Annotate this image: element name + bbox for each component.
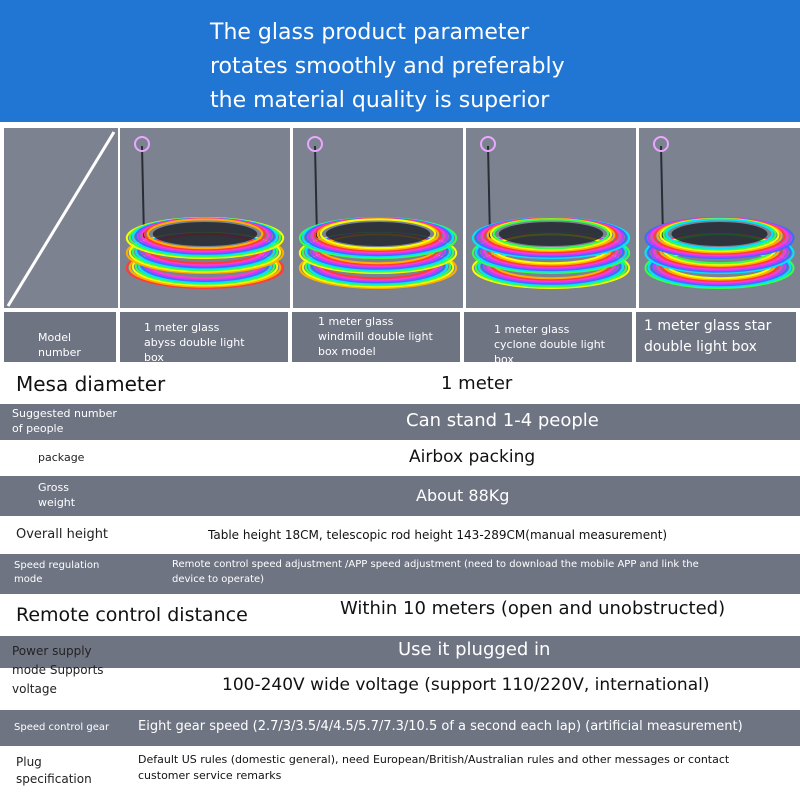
- banner-text: The glass product parameter rotates smoo…: [210, 16, 565, 118]
- glass-top: [325, 222, 431, 246]
- overall-height-row: Overall height Table height 18CM, telesc…: [0, 518, 800, 552]
- product-illustration: [298, 136, 458, 289]
- remote-distance-row: Remote control distance Within 10 meters…: [0, 594, 800, 632]
- speed-gear-label: Speed control gear: [14, 722, 110, 733]
- model-name-star: 1 meter glass star double light box: [644, 318, 772, 355]
- power-supply-label: Power supply mode Supports voltage: [12, 644, 104, 696]
- product-photo-cyclone: [466, 128, 636, 308]
- banner-line-3: the material quality is superior: [210, 88, 550, 113]
- speed-regulation-value: Remote control speed adjustment /APP spe…: [172, 559, 699, 585]
- remote-distance-label: Remote control distance: [16, 604, 248, 626]
- voltage-row: 100-240V wide voltage (support 110/220V,…: [0, 668, 800, 706]
- power-supply-value: Use it plugged in: [398, 639, 551, 660]
- overall-height-label: Overall height: [16, 527, 109, 542]
- gross-weight-label: Gross weight: [38, 481, 76, 509]
- speed-gear-value: Eight gear speed (2.7/3/3.5/4/4.5/5.7/7.…: [138, 719, 743, 734]
- model-name-windmill: 1 meter glass windmill double light box …: [318, 315, 433, 358]
- gross-weight-row: Gross weight About 88Kg: [0, 476, 800, 516]
- banner-line-1: The glass product parameter: [210, 20, 530, 45]
- diagonal-line: [6, 131, 116, 307]
- telescopic-rod: [660, 145, 664, 239]
- suggested-people-label: Suggested number of people: [12, 407, 117, 435]
- product-photo-abyss: [120, 128, 290, 308]
- speed-regulation-label: Speed regulation mode: [14, 560, 100, 585]
- model-cell-abyss: 1 meter glass abyss double light box: [120, 312, 288, 364]
- telescopic-rod: [314, 145, 318, 239]
- speed-gear-row: Speed control gear Eight gear speed (2.7…: [0, 710, 800, 746]
- package-value: Airbox packing: [409, 447, 536, 467]
- product-photo-windmill: [293, 128, 463, 308]
- ring-light: [653, 136, 669, 152]
- suggested-people-row: Suggested number of people Can stand 1-4…: [0, 404, 800, 440]
- title-banner: The glass product parameter rotates smoo…: [0, 0, 800, 122]
- product-photo-star: [639, 128, 800, 308]
- product-photo-row: [4, 128, 800, 308]
- mesa-diameter-row: Mesa diameter 1 meter: [0, 366, 800, 404]
- banner-line-2: rotates smoothly and preferably: [210, 54, 565, 79]
- telescopic-rod: [487, 145, 491, 239]
- plug-value: Default US rules (domestic general), nee…: [138, 753, 730, 782]
- diagonal-header-cell: [4, 128, 118, 308]
- product-illustration: [125, 136, 285, 289]
- glass-top: [152, 222, 258, 246]
- voltage-value: 100-240V wide voltage (support 110/220V,…: [222, 675, 710, 695]
- speed-regulation-row: Speed regulation mode Remote control spe…: [0, 554, 800, 594]
- model-name-cyclone: 1 meter glass cyclone double light box: [494, 323, 605, 366]
- overall-height-value: Table height 18CM, telescopic rod height…: [208, 528, 668, 542]
- mesa-diameter-label: Mesa diameter: [16, 372, 166, 396]
- remote-distance-value: Within 10 meters (open and unobstructed): [340, 598, 726, 619]
- ring-light: [480, 136, 496, 152]
- model-name-abyss: 1 meter glass abyss double light box: [144, 321, 245, 364]
- glow-ring: [492, 218, 610, 250]
- glow-ring: [665, 218, 774, 250]
- ring-light: [307, 136, 323, 152]
- glass-top: [671, 222, 768, 246]
- package-row: package Airbox packing: [0, 440, 800, 476]
- model-cell-windmill: 1 meter glass windmill double light box …: [292, 312, 460, 362]
- model-cell-star: 1 meter glass star double light box: [636, 312, 796, 362]
- telescopic-rod: [141, 145, 145, 239]
- package-label: package: [38, 451, 85, 464]
- product-illustration: [644, 136, 795, 289]
- glass-top: [498, 222, 604, 246]
- plug-row: Plug specification Default US rules (dom…: [0, 748, 800, 800]
- glow-ring: [319, 218, 437, 250]
- gross-weight-value: About 88Kg: [416, 486, 510, 505]
- model-number-row: Model number 1 meter glass abyss double …: [0, 312, 800, 366]
- plug-label: Plug specification: [16, 755, 92, 786]
- power-supply-row: Use it plugged in: [0, 636, 800, 668]
- model-header-cell: Model number: [4, 312, 116, 362]
- model-cell-cyclone: 1 meter glass cyclone double light box: [464, 312, 632, 366]
- suggested-people-value: Can stand 1-4 people: [406, 410, 599, 431]
- model-number-label: Model number: [38, 331, 81, 359]
- mesa-diameter-value: 1 meter: [441, 373, 513, 394]
- ring-light: [134, 136, 150, 152]
- product-illustration: [471, 136, 631, 289]
- glow-ring: [146, 218, 264, 250]
